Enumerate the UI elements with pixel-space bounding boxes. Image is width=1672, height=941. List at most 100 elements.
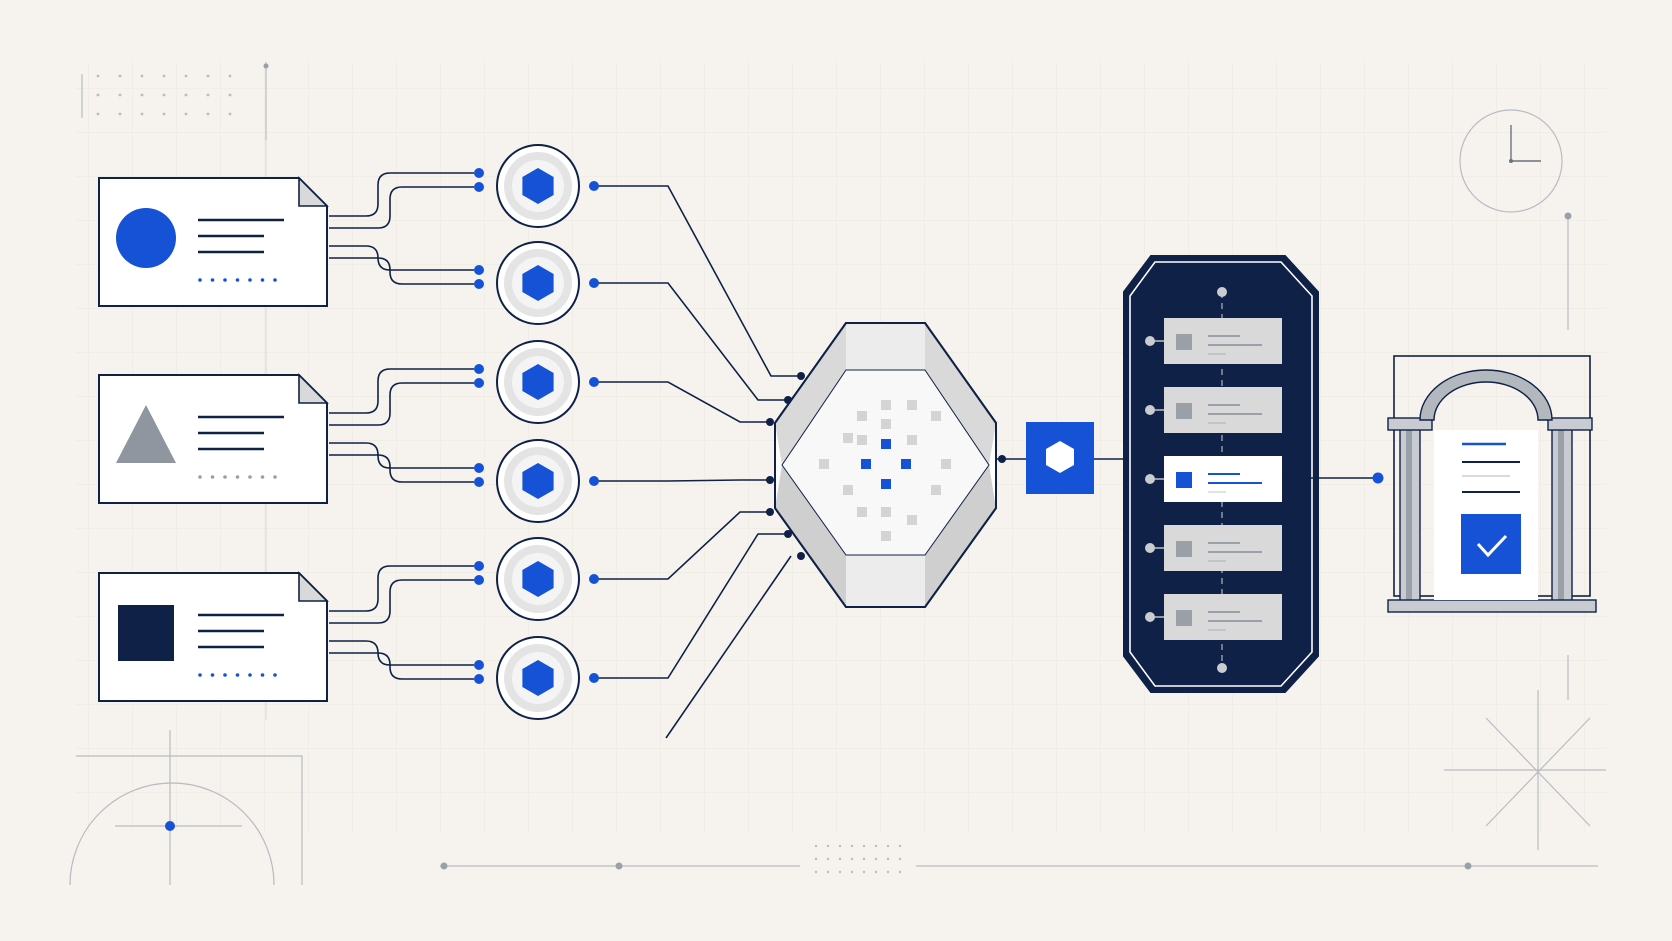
output-dot bbox=[589, 574, 599, 584]
grid-dot bbox=[886, 870, 890, 874]
compass-arc-icon bbox=[69, 730, 303, 886]
processing-node-3 bbox=[474, 340, 599, 424]
source-document-1 bbox=[98, 176, 329, 307]
input-dot bbox=[474, 168, 484, 178]
pixel bbox=[907, 435, 917, 445]
processing-node-6 bbox=[474, 636, 599, 720]
row-port bbox=[1145, 612, 1155, 622]
dot-leader bbox=[260, 278, 265, 282]
connector-block bbox=[1026, 422, 1094, 494]
grid-dot bbox=[228, 112, 232, 116]
dot-leader bbox=[260, 475, 265, 479]
stack-rows bbox=[1145, 318, 1282, 640]
grid-dot bbox=[228, 74, 232, 78]
input-dot bbox=[474, 660, 484, 670]
row-port bbox=[1145, 405, 1155, 415]
dot-leader bbox=[273, 673, 277, 677]
hub-wire bbox=[598, 185, 801, 377]
hub-facet-left bbox=[775, 323, 846, 465]
source-wire bbox=[329, 652, 474, 680]
hexagon-icon bbox=[522, 561, 554, 597]
grid-dot bbox=[206, 74, 210, 78]
pixel bbox=[907, 515, 917, 525]
dot-leader bbox=[248, 278, 252, 282]
source-wire bbox=[329, 565, 474, 612]
input-dot bbox=[474, 674, 484, 684]
input-dot bbox=[474, 477, 484, 487]
row-port bbox=[1145, 336, 1155, 346]
pixel-active bbox=[901, 459, 911, 469]
grid-dot bbox=[862, 857, 866, 861]
dot-leader bbox=[210, 475, 215, 479]
input-dot bbox=[474, 378, 484, 388]
dot-leader bbox=[235, 278, 240, 282]
grid-dot bbox=[228, 93, 232, 97]
output-dot bbox=[589, 476, 599, 486]
grid-dot bbox=[184, 93, 188, 97]
dot-leader bbox=[198, 278, 202, 282]
pixel bbox=[941, 459, 951, 469]
dot-leader bbox=[223, 278, 227, 282]
dot-leader bbox=[260, 673, 265, 677]
grid-dot bbox=[826, 870, 830, 874]
processing-node-2 bbox=[474, 241, 599, 325]
dot-leader bbox=[273, 278, 277, 282]
hexagon-icon bbox=[522, 265, 554, 301]
dot-leader bbox=[198, 673, 202, 677]
source-document-2 bbox=[98, 373, 329, 504]
row-port bbox=[1145, 543, 1155, 553]
grid-dot bbox=[118, 74, 122, 78]
dot-leader bbox=[235, 673, 240, 677]
source-document-3 bbox=[98, 571, 329, 702]
grid-dot bbox=[162, 93, 166, 97]
grid-dot bbox=[898, 857, 902, 861]
grid-dot bbox=[184, 112, 188, 116]
row-icon bbox=[1176, 541, 1192, 557]
grid-dot bbox=[206, 93, 210, 97]
pixel bbox=[857, 411, 867, 421]
grid-dot bbox=[850, 844, 854, 848]
grid-dot bbox=[162, 112, 166, 116]
grid-dot bbox=[96, 112, 100, 116]
grid-dot bbox=[862, 844, 866, 848]
dot-leader bbox=[273, 475, 277, 479]
processing-node-5 bbox=[474, 537, 599, 621]
grid-dot bbox=[814, 844, 818, 848]
row-icon bbox=[1176, 472, 1192, 488]
pixel bbox=[881, 400, 891, 410]
grid-dot bbox=[140, 93, 144, 97]
grid-dot bbox=[838, 870, 842, 874]
hub-facet-left-low bbox=[775, 465, 846, 607]
stack-frame-inner bbox=[1129, 261, 1313, 687]
pixel bbox=[881, 531, 891, 541]
hexagon-icon bbox=[522, 168, 554, 204]
document-fold bbox=[298, 176, 329, 207]
grid-dot bbox=[184, 74, 188, 78]
grid-dot bbox=[886, 857, 890, 861]
row-port bbox=[1145, 474, 1155, 484]
output-dot bbox=[589, 673, 599, 683]
stack-row-5 bbox=[1145, 594, 1282, 640]
grid-dot bbox=[826, 857, 830, 861]
input-dot bbox=[474, 575, 484, 585]
pixel-active bbox=[881, 439, 891, 449]
grid-dot bbox=[874, 870, 878, 874]
source-wire bbox=[329, 186, 474, 229]
output-dot bbox=[589, 278, 599, 288]
destination-archway bbox=[1387, 355, 1597, 613]
dot-leader bbox=[210, 673, 215, 677]
hub-output-wire bbox=[996, 455, 1124, 463]
hexagon-icon bbox=[522, 364, 554, 400]
grid-dot bbox=[826, 844, 830, 848]
input-dot bbox=[474, 561, 484, 571]
source-wire bbox=[329, 382, 474, 426]
dot-leader bbox=[235, 475, 240, 479]
grid-dot bbox=[874, 844, 878, 848]
source-documents bbox=[98, 176, 329, 702]
hub-port-dot bbox=[784, 530, 792, 538]
record-stack bbox=[1123, 255, 1319, 693]
pixel bbox=[881, 419, 891, 429]
hub-port-dot bbox=[797, 552, 805, 560]
hexagon-icon bbox=[1046, 441, 1074, 473]
